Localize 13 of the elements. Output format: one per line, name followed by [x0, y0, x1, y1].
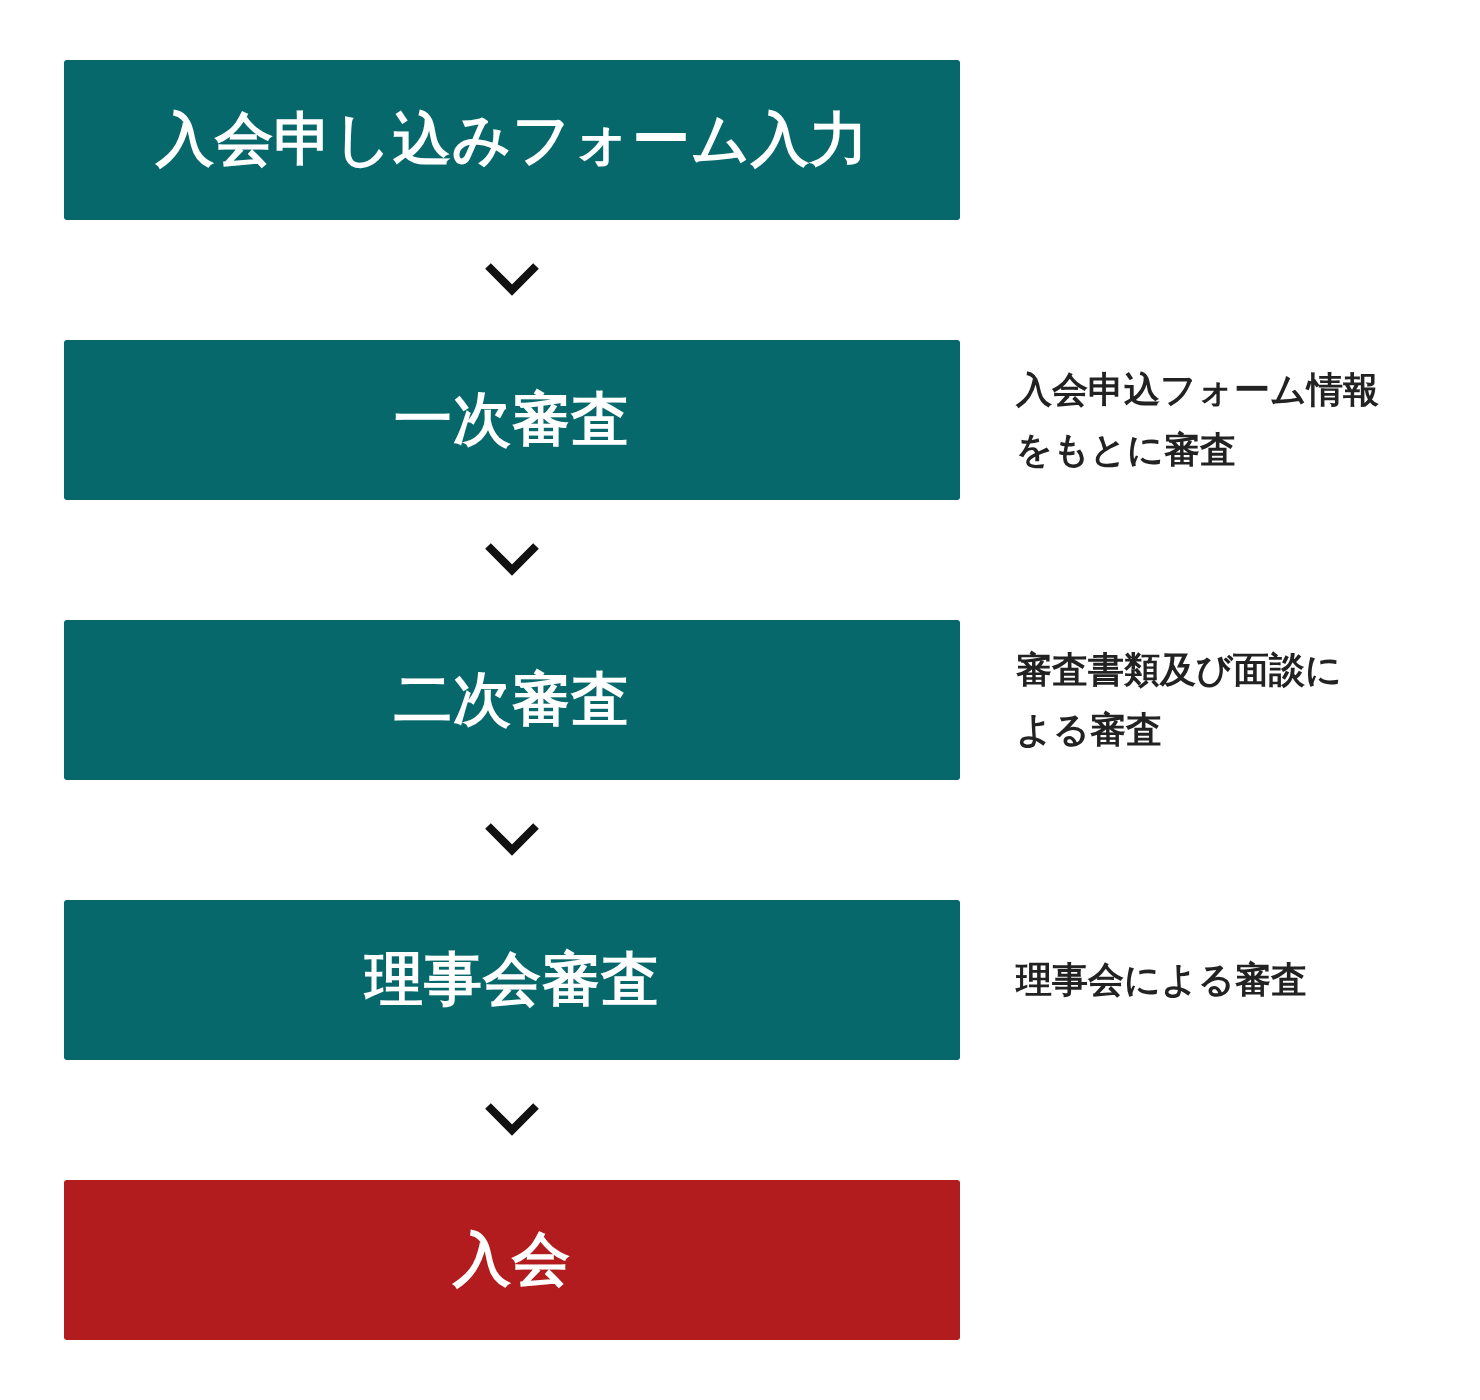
step-label: 入会申し込みフォーム入力 — [155, 104, 869, 175]
step-description: 審査書類及び面談による審査 — [1016, 648, 1343, 752]
step-label: 入会 — [453, 1224, 571, 1295]
step-description: 理事会による審査 — [1016, 958, 1308, 1002]
process-box — [64, 60, 960, 220]
step-label: 二次審査 — [394, 664, 630, 735]
process-box — [64, 620, 960, 780]
step-label: 理事会審査 — [364, 944, 660, 1015]
step-label: 一次審査 — [394, 384, 630, 455]
process-box — [64, 1180, 960, 1340]
step-description: 入会申込フォーム情報をもとに審査 — [1016, 368, 1380, 472]
process-box — [64, 340, 960, 500]
process-box — [64, 900, 960, 1060]
